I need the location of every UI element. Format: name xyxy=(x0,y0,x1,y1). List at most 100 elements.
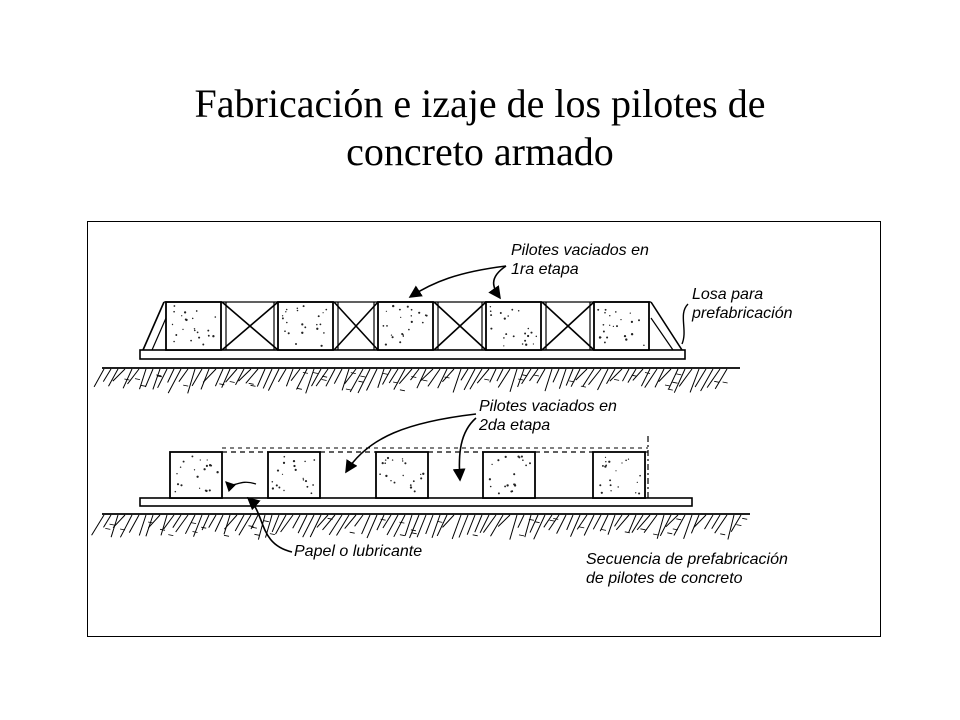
soil-hatch xyxy=(614,514,623,527)
soil-hatch xyxy=(128,514,140,533)
soil-hatch xyxy=(622,368,630,382)
soil-hatch xyxy=(690,514,700,534)
soil-hatch xyxy=(528,518,534,521)
soil-hatch xyxy=(704,514,714,530)
soil-hatch xyxy=(437,521,443,523)
soil-hatch xyxy=(285,368,294,387)
soil-hatch xyxy=(614,379,620,381)
leader-stage-2-left xyxy=(345,413,477,474)
soil-hatch xyxy=(427,368,441,387)
soil-hatch xyxy=(167,368,182,394)
pile-fabrication-drawing xyxy=(91,265,750,553)
soil-hatch xyxy=(600,529,607,531)
soil-hatch xyxy=(103,514,112,528)
soil-hatch xyxy=(714,368,728,390)
soil-hatch xyxy=(175,514,189,533)
soil-hatch xyxy=(524,514,532,538)
soil-hatch xyxy=(361,514,371,535)
soil-hatch xyxy=(469,368,483,390)
soil-hatch xyxy=(102,368,112,382)
soil-hatch xyxy=(138,514,147,536)
slide-title-line-2: concreto armado xyxy=(346,129,614,174)
soil-hatch xyxy=(640,368,651,387)
soil-hatch xyxy=(673,368,686,393)
soil-hatch xyxy=(225,368,238,383)
soil-hatch xyxy=(632,368,644,381)
soil-hatch xyxy=(399,521,405,524)
soil-hatch xyxy=(460,368,469,381)
soil-hatch xyxy=(484,378,490,381)
soil-hatch xyxy=(382,368,392,385)
soil-hatch xyxy=(234,514,245,532)
label-stage-1: Pilotes vaciados en 1ra etapa xyxy=(511,242,649,278)
soil-hatch xyxy=(238,514,252,536)
soil-hatch xyxy=(628,514,637,533)
soil-hatch xyxy=(262,368,273,389)
soil-hatch xyxy=(533,374,539,377)
soil-hatch xyxy=(518,378,524,381)
soil-hatch xyxy=(302,514,315,538)
soil-hatch xyxy=(497,368,511,388)
soil-hatch xyxy=(463,368,476,391)
soil-hatch xyxy=(360,375,366,378)
soil-hatch xyxy=(160,514,168,536)
soil-hatch xyxy=(245,368,259,384)
soil-hatch xyxy=(156,374,162,377)
soil-hatch xyxy=(476,368,490,384)
soil-hatch xyxy=(112,514,126,529)
soil-hatch xyxy=(328,514,343,536)
soil-hatch xyxy=(325,368,336,387)
soil-hatch xyxy=(653,533,659,536)
stage-1-scene xyxy=(93,301,740,394)
soil-hatch xyxy=(366,514,378,539)
soil-hatch xyxy=(548,514,560,531)
soil-hatch xyxy=(720,533,726,536)
soil-hatch xyxy=(472,534,478,537)
soil-hatch xyxy=(322,514,336,531)
soil-hatch xyxy=(223,534,230,537)
soil-hatch xyxy=(208,514,217,528)
soil-hatch xyxy=(302,372,308,374)
soil-hatch xyxy=(382,514,392,529)
soil-hatch xyxy=(122,368,133,389)
label-prefab-slab: Losa para prefabricación xyxy=(692,286,793,322)
formwork-brace xyxy=(221,301,279,351)
soil-hatch xyxy=(152,368,161,390)
soil-hatch xyxy=(192,531,198,533)
soil-hatch xyxy=(676,518,682,521)
soil-hatch xyxy=(529,514,539,533)
soil-hatch xyxy=(315,368,329,387)
soil-hatch xyxy=(592,514,602,530)
leader-paper-tick xyxy=(225,481,257,493)
soil-hatch xyxy=(693,514,707,528)
soil-hatch xyxy=(565,368,574,386)
soil-hatch xyxy=(683,514,693,539)
soil-hatch xyxy=(711,514,721,529)
soil-hatch xyxy=(419,368,434,382)
formwork-brace xyxy=(333,301,379,351)
soil-hatch xyxy=(727,514,735,540)
soil-hatch xyxy=(534,521,540,524)
soil-hatch xyxy=(442,514,455,528)
soil-hatch xyxy=(336,514,350,536)
leader-arrows xyxy=(225,265,689,553)
soil-hatch xyxy=(163,514,175,530)
soil-hatch xyxy=(582,368,595,387)
soil-hatch xyxy=(496,368,504,382)
prefab-slab xyxy=(139,497,693,507)
soil-hatch xyxy=(219,383,225,386)
soil-hatch xyxy=(376,514,385,531)
soil-hatch xyxy=(624,531,630,534)
soil-hatch xyxy=(659,514,672,537)
soil-hatch xyxy=(552,368,560,383)
soil-hatch xyxy=(344,368,357,385)
soil-hatch xyxy=(664,384,671,387)
soil-hatch xyxy=(533,514,546,540)
soil-hatch xyxy=(309,514,322,538)
soil-hatch xyxy=(112,368,126,382)
soil-hatch xyxy=(145,514,154,537)
soil-hatch xyxy=(411,376,417,378)
formwork-brace xyxy=(650,301,683,351)
soil-hatch xyxy=(238,368,252,382)
soil-hatch xyxy=(609,368,623,382)
